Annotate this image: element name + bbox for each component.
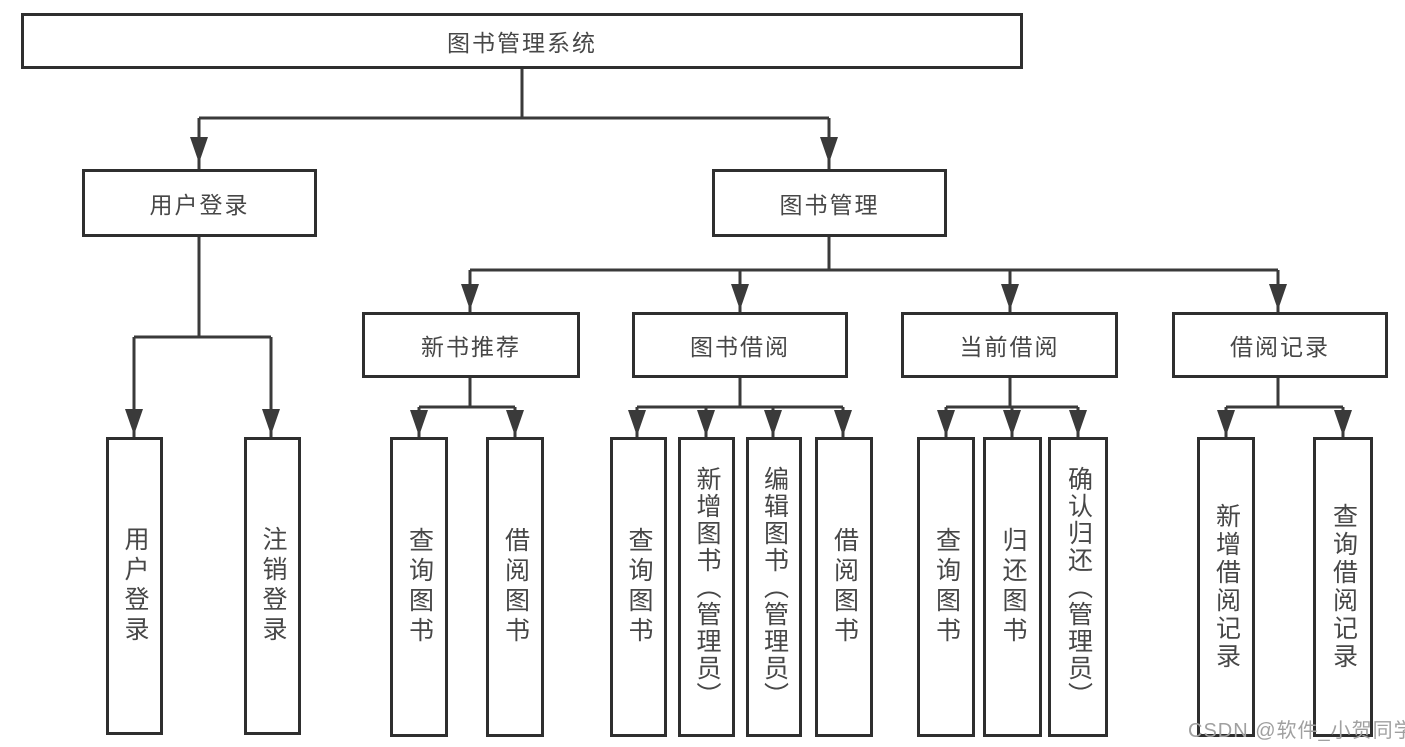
node-logout: 注销登录 — [244, 437, 301, 735]
node-book-management: 图书管理 — [712, 169, 947, 237]
node-br-query-record: 查询借阅记录 — [1313, 437, 1373, 737]
node-bw-edit-books-admin: 编辑图书（管理员） — [746, 437, 802, 737]
node-nb-borrow-books: 借阅图书 — [486, 437, 544, 737]
node-book-borrowing: 图书借阅 — [632, 312, 848, 378]
node-borrow-records: 借阅记录 — [1172, 312, 1388, 378]
node-user-login: 用户登录 — [82, 169, 317, 237]
csdn-watermark: CSDN @软件_小贺同学 — [1188, 720, 1405, 742]
node-nb-query-books: 查询图书 — [390, 437, 448, 737]
node-cb-return-books: 归还图书 — [983, 437, 1042, 737]
node-root: 图书管理系统 — [21, 13, 1023, 69]
node-br-add-record: 新增借阅记录 — [1197, 437, 1255, 737]
node-cb-query-books: 查询图书 — [917, 437, 975, 737]
node-bw-borrow-books: 借阅图书 — [815, 437, 873, 737]
node-cb-confirm-return-admin: 确认归还（管理员） — [1048, 437, 1108, 737]
node-bw-query-books: 查询图书 — [610, 437, 667, 737]
node-current-borrowing: 当前借阅 — [901, 312, 1118, 378]
node-bw-add-books-admin: 新增图书（管理员） — [678, 437, 735, 737]
node-login: 用户登录 — [106, 437, 163, 735]
node-new-book-recommend: 新书推荐 — [362, 312, 580, 378]
